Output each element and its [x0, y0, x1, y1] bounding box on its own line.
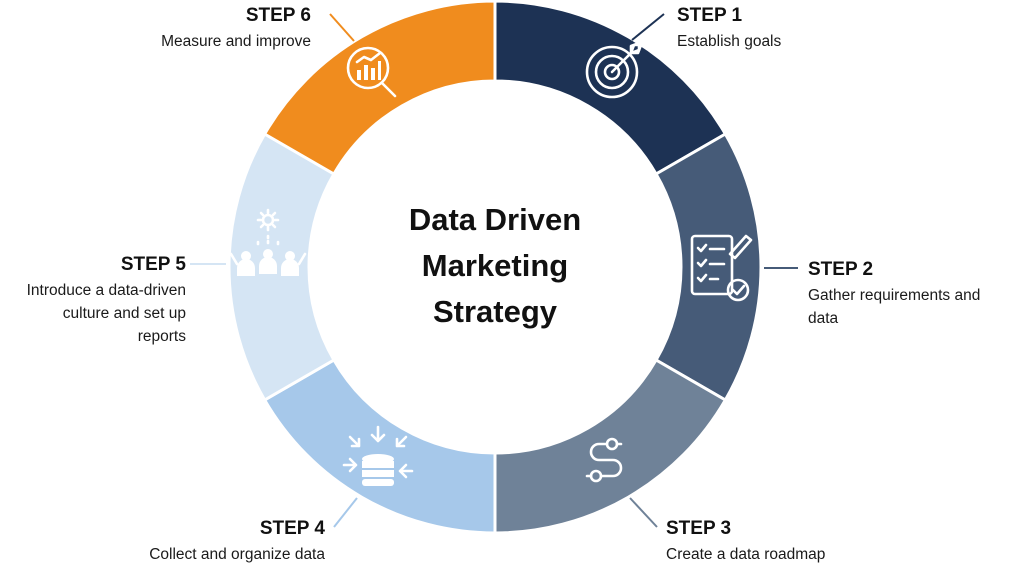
- step-5-title: STEP 5: [121, 254, 187, 275]
- step-2-desc-line-2: data: [808, 310, 839, 327]
- step-4-desc-line-1: Collect and organize data: [149, 546, 325, 563]
- checklist-icon: [690, 234, 753, 302]
- database-icon: [342, 425, 414, 486]
- step-2-segment: [654, 131, 763, 403]
- step-4-leader: [333, 497, 358, 528]
- step-4-title: STEP 4: [260, 518, 326, 539]
- step-3-desc-line-1: Create a data roadmap: [666, 546, 825, 563]
- step-4-segment: [262, 357, 497, 535]
- step-1-label: STEP 1 Establish goals: [677, 5, 782, 50]
- step-2-label: STEP 2 Gather requirements and data: [808, 259, 980, 327]
- step-3-segment: [493, 357, 728, 535]
- step-2-desc-line-1: Gather requirements and: [808, 287, 980, 304]
- center-title-line-2: Marketing: [422, 248, 568, 283]
- center-title-line-1: Data Driven: [409, 202, 581, 237]
- roadmap-icon: [585, 437, 623, 483]
- step-4-label: STEP 4 Collect and organize data: [149, 518, 325, 563]
- step-1-title: STEP 1: [677, 5, 743, 26]
- step-1-desc-line-1: Establish goals: [677, 33, 782, 50]
- step-6-segment: [262, 0, 497, 177]
- step-6-title: STEP 6: [246, 5, 311, 26]
- step-3-label: STEP 3 Create a data roadmap: [666, 518, 825, 563]
- step-3-title: STEP 3: [666, 518, 731, 539]
- analytics-magnifier-icon: [346, 46, 397, 98]
- step-1-leader: [631, 13, 665, 41]
- step-5-label: STEP 5 Introduce a data-driven culture a…: [27, 254, 187, 345]
- step-5-desc-line-3: reports: [138, 328, 186, 345]
- step-5-desc-line-1: Introduce a data-driven: [27, 282, 186, 299]
- step-6-leader: [329, 13, 355, 42]
- step-6-label: STEP 6 Measure and improve: [161, 5, 311, 50]
- center-title-line-3: Strategy: [433, 294, 558, 329]
- step-2-title: STEP 2: [808, 259, 873, 280]
- step-3-leader: [629, 497, 658, 528]
- step-6-desc-line-1: Measure and improve: [161, 33, 311, 50]
- leader-lines: [190, 13, 798, 528]
- team-gear-icon: [229, 208, 307, 276]
- target-icon: [585, 41, 643, 99]
- step-5-desc-line-2: culture and set up: [63, 305, 186, 322]
- center-title: Data Driven Marketing Strategy: [409, 202, 581, 329]
- ring: [227, 0, 763, 535]
